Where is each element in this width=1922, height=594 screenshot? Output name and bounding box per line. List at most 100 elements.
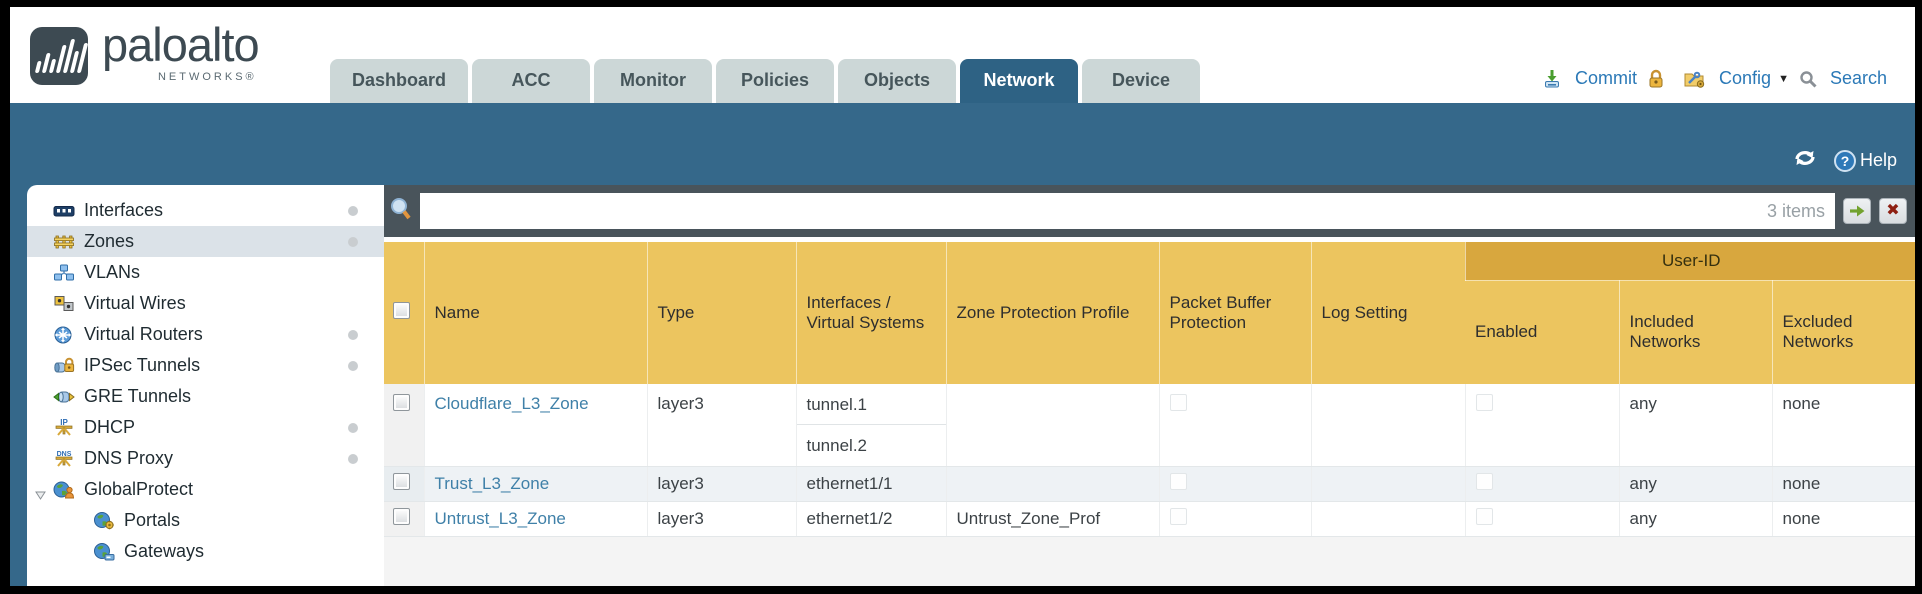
utility-links: Commit Config ▼ Search [1542, 68, 1887, 89]
zone-type: layer3 [657, 394, 704, 413]
user-id-enabled-checkbox[interactable] [1475, 394, 1493, 411]
sidebar-item-label: IPSec Tunnels [84, 355, 201, 375]
sidebar-item-portals[interactable]: Portals [27, 505, 384, 536]
column-header-zone-protection-profile[interactable]: Zone Protection Profile [945, 242, 1159, 384]
interface-item[interactable]: ethernet1/2 [806, 509, 893, 528]
sidebar-item-gateways[interactable]: Gateways [27, 536, 384, 567]
sidebar-item-label: Gateways [124, 541, 205, 561]
help-button[interactable]: ? Help [1833, 149, 1897, 172]
user-id-enabled-checkbox[interactable] [1475, 473, 1493, 490]
packet-buffer-checkbox[interactable] [1169, 508, 1187, 525]
svg-text:IP: IP [60, 418, 68, 427]
arrow-right-icon [1850, 205, 1865, 217]
expander-triangle-icon[interactable] [35, 484, 46, 505]
zone-protection-profile: Untrust_Zone_Prof [956, 509, 1101, 528]
sidebar-item-gre-tunnels[interactable]: GRE Tunnels [27, 381, 384, 412]
sidebar-item-label: Virtual Wires [84, 293, 186, 313]
sidebar-item-label: Zones [84, 231, 135, 251]
excluded-networks: none [1782, 394, 1821, 413]
table-row: Untrust_L3_Zone layer3 ethernet1/2 Untru… [384, 501, 1915, 537]
sidebar-item-dns-proxy[interactable]: DNS DNS Proxy [27, 443, 384, 474]
included-networks: any [1629, 474, 1657, 493]
interface-item[interactable]: tunnel.2 [806, 436, 868, 455]
clear-filter-button[interactable]: ✖ [1879, 198, 1907, 224]
lock-icon [1647, 69, 1665, 88]
zone-name-link[interactable]: Cloudflare_L3_Zone [434, 394, 589, 413]
interface-item[interactable]: ethernet1/1 [806, 474, 893, 493]
lock-button[interactable] [1647, 69, 1673, 88]
column-header-type[interactable]: Type [646, 242, 796, 384]
sidebar-item-dhcp[interactable]: IP DHCP [27, 412, 384, 443]
filter-input[interactable] [420, 193, 1835, 229]
apply-filter-button[interactable] [1843, 198, 1871, 224]
sidebar-item-virtual-wires[interactable]: Virtual Wires [27, 288, 384, 319]
header-select-all [384, 242, 424, 384]
sidebar-item-zones[interactable]: Zones [27, 226, 384, 257]
virtual-routers-icon [53, 326, 76, 344]
interface-item[interactable]: tunnel.1 [796, 384, 946, 425]
config-menu[interactable]: Config ▼ [1683, 68, 1789, 89]
row-checkbox[interactable] [393, 394, 410, 411]
interfaces-icon [53, 202, 76, 220]
tab-device[interactable]: Device [1082, 59, 1201, 103]
tab-monitor[interactable]: Monitor [594, 59, 713, 103]
tab-objects[interactable]: Objects [838, 59, 957, 103]
commit-button[interactable]: Commit [1542, 68, 1637, 89]
status-dot [348, 330, 358, 340]
sidebar-item-globalprotect[interactable]: GlobalProtect [27, 474, 384, 505]
brand-name: paloalto [102, 18, 260, 71]
column-header-included-networks[interactable]: Included Networks [1618, 280, 1772, 384]
help-label: Help [1859, 150, 1897, 170]
config-icon [1683, 70, 1706, 88]
sidebar-item-label: GlobalProtect [84, 479, 194, 499]
dns-proxy-icon: DNS [53, 450, 76, 468]
filter-toolbar: 3 items ✖ [384, 185, 1915, 237]
tab-network[interactable]: Network [960, 59, 1079, 103]
search-label: Search [1829, 68, 1887, 88]
vlans-icon [53, 264, 76, 282]
sidebar-item-label: Portals [124, 510, 181, 530]
sidebar-item-ipsec-tunnels[interactable]: IPSec Tunnels [27, 350, 384, 381]
column-header-enabled[interactable]: Enabled [1465, 280, 1619, 384]
column-header-packet-buffer-protection[interactable]: Packet Buffer Protection [1158, 242, 1311, 384]
app-window: paloalto NETWORKS® Dashboard ACC Monitor… [10, 7, 1915, 586]
sidebar-item-vlans[interactable]: VLANs [27, 257, 384, 288]
zone-type: layer3 [657, 509, 704, 528]
global-search-button[interactable]: Search [1799, 68, 1887, 89]
config-label: Config [1719, 68, 1772, 88]
svg-text:DNS: DNS [57, 451, 72, 458]
virtual-wires-icon [53, 295, 76, 313]
filter-input-wrap: 3 items [420, 193, 1835, 229]
packet-buffer-checkbox[interactable] [1169, 394, 1187, 411]
column-header-interfaces[interactable]: Interfaces / Virtual Systems [795, 242, 946, 384]
sidebar-item-label: GRE Tunnels [84, 386, 192, 406]
column-header-name[interactable]: Name [423, 242, 647, 384]
commit-label: Commit [1575, 68, 1638, 88]
tab-dashboard[interactable]: Dashboard [330, 59, 469, 103]
select-all-checkbox[interactable] [393, 302, 410, 319]
tab-acc[interactable]: ACC [472, 59, 591, 103]
table-empty-area [384, 537, 1915, 586]
user-id-enabled-checkbox[interactable] [1475, 508, 1493, 525]
ipsec-tunnels-icon [53, 357, 76, 375]
refresh-button[interactable] [1792, 148, 1818, 173]
zone-name-link[interactable]: Untrust_L3_Zone [434, 509, 566, 528]
main-nav-tabs: Dashboard ACC Monitor Policies Objects N… [330, 59, 1201, 103]
sidebar-item-virtual-routers[interactable]: Virtual Routers [27, 319, 384, 350]
row-checkbox[interactable] [393, 473, 410, 490]
status-dot [348, 206, 358, 216]
filter-search-icon [390, 197, 412, 226]
packet-buffer-checkbox[interactable] [1169, 473, 1187, 490]
search-icon [1799, 70, 1817, 88]
status-dot [348, 423, 358, 433]
column-header-log-setting[interactable]: Log Setting [1310, 242, 1465, 384]
paloalto-logo-icon [30, 27, 88, 85]
row-checkbox[interactable] [393, 508, 410, 525]
top-header: paloalto NETWORKS® Dashboard ACC Monitor… [10, 7, 1915, 103]
sidebar-item-label: DNS Proxy [84, 448, 174, 468]
tab-policies[interactable]: Policies [716, 59, 835, 103]
sidebar-item-interfaces[interactable]: Interfaces [27, 195, 384, 226]
column-header-excluded-networks[interactable]: Excluded Networks [1771, 280, 1915, 384]
zone-name-link[interactable]: Trust_L3_Zone [434, 474, 550, 493]
sidebar-item-label: Virtual Routers [84, 324, 203, 344]
